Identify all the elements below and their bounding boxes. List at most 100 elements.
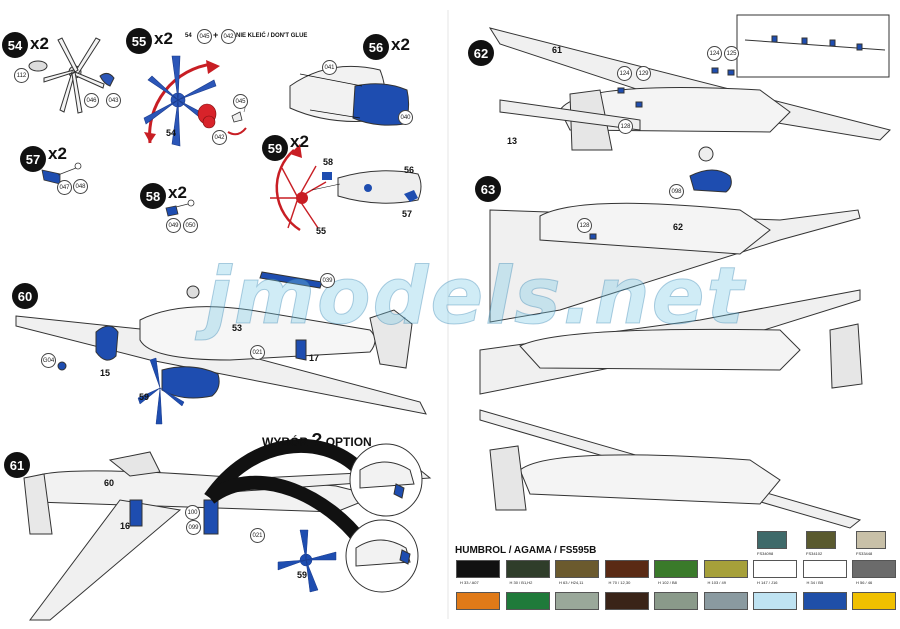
option-title-pl: WYBÓR <box>262 435 308 449</box>
part-129: 129 <box>636 66 651 81</box>
part-54: 54 <box>166 128 177 138</box>
paint-swatch-label: H 147 / J16 <box>757 580 778 585</box>
part-045: 045 <box>233 94 248 109</box>
fs-swatch <box>806 531 836 549</box>
part-59b: 59 <box>297 570 308 580</box>
part-16: 16 <box>120 521 131 531</box>
fs-swatch <box>856 531 886 549</box>
watermark: jmodels.net <box>205 252 746 343</box>
part-021b: 021 <box>250 528 265 543</box>
part-128: 128 <box>618 119 633 134</box>
step-60-number: 60 <box>12 283 38 309</box>
part-124: 124 <box>707 46 722 61</box>
part-043: 043 <box>106 93 121 108</box>
part-G04: G04 <box>41 353 56 368</box>
step-57-number: 57 <box>20 146 46 172</box>
part-040: 040 <box>398 110 413 125</box>
part-099: 099 <box>186 520 201 535</box>
paint-chart-title: HUMBROL / AGAMA / FS595B <box>455 545 597 556</box>
paint-swatch <box>753 592 797 610</box>
step55-part-ref: 54 <box>185 33 192 39</box>
part-15: 15 <box>100 368 111 378</box>
part-53: 53 <box>232 323 243 333</box>
part-042: 042 <box>212 130 227 145</box>
paint-swatch <box>852 560 896 578</box>
fs-swatch <box>757 531 787 549</box>
paint-swatch <box>604 592 649 610</box>
step-57-mult: x2 <box>48 144 67 163</box>
part-125: 125 <box>724 46 739 61</box>
paint-swatch-label: H 102 / B8 <box>658 580 677 585</box>
part-021: 021 <box>250 345 265 360</box>
part-58: 58 <box>323 157 334 167</box>
step54-propeller <box>28 37 115 114</box>
step60-aircraft <box>15 271 427 425</box>
part-17: 17 <box>309 353 320 363</box>
part-57: 57 <box>402 209 413 219</box>
step-56-number: 56 <box>363 34 389 60</box>
fs-swatch-label: FS34102 <box>806 551 823 556</box>
paint-swatch <box>802 560 847 578</box>
step-58-mult: x2 <box>168 183 187 202</box>
dont-glue-note: NIE KLEIĆ / DON'T GLUE <box>236 33 308 39</box>
step-54-number: 54 <box>2 32 28 58</box>
part-049: 049 <box>166 218 181 233</box>
step-54-mult: x2 <box>30 34 49 53</box>
fs-swatch-label: FS34098 <box>757 551 774 556</box>
paint-swatch <box>703 592 748 610</box>
step-56-mult: x2 <box>391 35 410 54</box>
paint-swatch <box>604 560 649 578</box>
part-048: 048 <box>73 179 88 194</box>
paint-swatch <box>456 592 500 610</box>
part-13: 13 <box>507 136 518 146</box>
paint-swatch <box>555 592 599 610</box>
step55-part-b: 042 <box>221 29 236 44</box>
step55-part-a: 045 <box>197 29 212 44</box>
plus-icon: + <box>213 30 219 40</box>
step62-aircraft <box>488 14 891 162</box>
part-047: 047 <box>57 180 72 195</box>
step61-aircraft <box>23 438 432 621</box>
step-59-number: 59 <box>262 135 288 161</box>
step-61-number: 61 <box>4 452 30 478</box>
part-60: 60 <box>104 478 115 488</box>
part-59: 59 <box>139 392 150 402</box>
paint-swatch <box>852 592 896 610</box>
option-title: WYBÓR ? OPTION <box>262 430 372 451</box>
paint-swatch <box>456 560 500 578</box>
paint-swatch <box>703 560 748 578</box>
paint-swatch-label: H 63 / H24,11 <box>559 580 584 585</box>
paint-swatch <box>654 592 698 610</box>
step-55-number: 55 <box>126 28 152 54</box>
option-title-en: OPTION <box>325 435 372 449</box>
part-61: 61 <box>552 45 563 55</box>
part-050: 050 <box>183 218 198 233</box>
step-62-number: 62 <box>468 40 494 66</box>
paint-swatch <box>505 592 550 610</box>
part-128b: 128 <box>577 218 592 233</box>
paint-swatch <box>555 560 599 578</box>
step55-propeller <box>143 55 247 147</box>
paint-swatch-label: H 56 / 46 <box>856 580 873 585</box>
paint-swatch <box>802 592 847 610</box>
step58-parts <box>165 199 195 217</box>
step-55-mult: x2 <box>154 29 173 48</box>
part-100: 100 <box>185 505 200 520</box>
step-58-number: 58 <box>140 183 166 209</box>
paint-swatch-label: H 34 / B5 <box>806 580 824 585</box>
paint-swatch-label: H 70 / 12,30 <box>608 580 631 585</box>
fs-swatch-label: FS33448 <box>856 551 873 556</box>
part-112: 112 <box>14 68 29 83</box>
paint-swatch-label: H 33 / A07 <box>460 580 479 585</box>
part-56: 56 <box>404 165 415 175</box>
part-098: 098 <box>669 184 684 199</box>
part-039: 039 <box>320 273 335 288</box>
part-62: 62 <box>673 222 684 232</box>
question-icon: ? <box>311 430 323 450</box>
part-046: 046 <box>84 93 99 108</box>
step59-assembly <box>270 144 422 232</box>
part-124b: 124 <box>617 66 632 81</box>
paint-swatch <box>654 560 698 578</box>
